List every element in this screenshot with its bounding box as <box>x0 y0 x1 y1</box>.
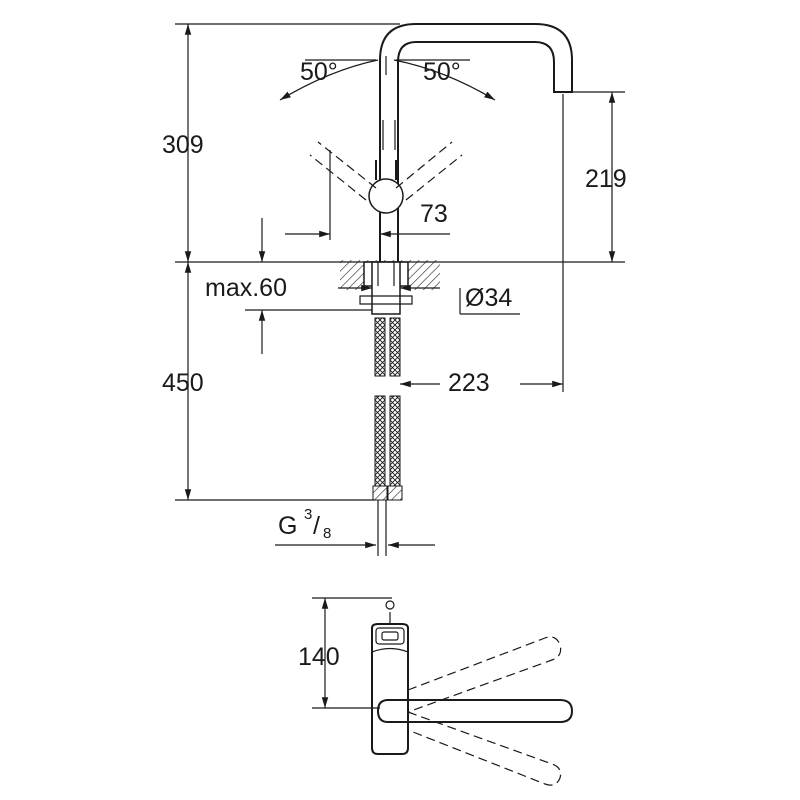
faucet-top-view <box>312 597 574 786</box>
dim-diameter-34: Ø34 <box>465 284 512 312</box>
dimension-lines <box>175 23 625 549</box>
faucet-side-view <box>309 23 573 556</box>
dim-450: 450 <box>162 369 204 397</box>
supply-hose-left <box>374 317 386 377</box>
dim-219: 219 <box>585 165 627 193</box>
top-view-lever-down <box>407 711 562 786</box>
dim-angle-left: 50° <box>300 58 338 86</box>
dim-223: 223 <box>448 369 490 397</box>
spout <box>379 23 573 262</box>
dim-max60: max.60 <box>205 274 287 302</box>
top-view-lever <box>376 699 574 723</box>
dimension-labels: 309 50° 50° 219 73 max.60 Ø34 450 223 G … <box>162 58 627 671</box>
dim-140: 140 <box>298 643 340 671</box>
dim-angle-right: 50° <box>423 58 461 86</box>
handle-knob <box>368 178 404 214</box>
lever-left-position <box>317 141 377 189</box>
dim-connection-thread: G 3 / 8 <box>278 506 331 542</box>
lever-right-position <box>395 141 453 189</box>
supply-hose-right <box>389 395 401 487</box>
dim-309: 309 <box>162 131 204 159</box>
dim-73: 73 <box>420 200 448 228</box>
top-view-body <box>371 623 409 755</box>
